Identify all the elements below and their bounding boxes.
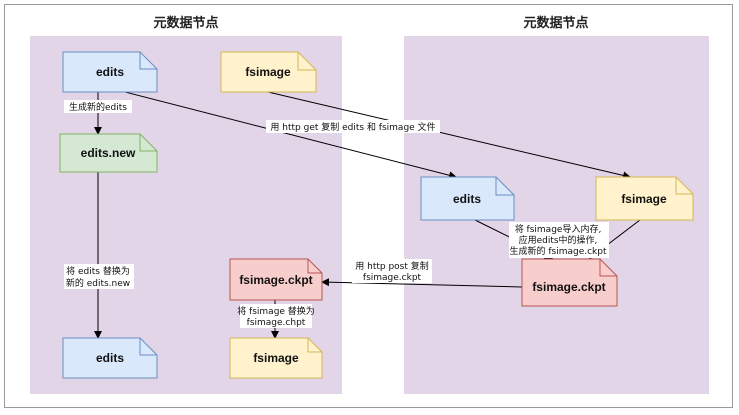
label-bg-gen-new-edits <box>64 100 132 113</box>
doc-fsimage-left: fsimage <box>220 51 317 93</box>
doc-fsimage-right-label: fsimage <box>621 192 667 206</box>
doc-edits-left: edits <box>62 51 158 93</box>
label-http-post-line1: 用 http post 复制 <box>355 260 429 272</box>
doc-edits-right: edits <box>420 176 515 221</box>
doc-edits-bottom-label: edits <box>96 351 124 365</box>
right-node-title: 元数据节点 <box>523 15 588 31</box>
diagram-frame <box>4 4 733 408</box>
label-replace-edits-line2: 新的 edits.new <box>66 277 130 289</box>
label-replace-edits-line1: 将 edits 替换为 <box>66 265 130 277</box>
label-http-get: 用 http get 复制 edits 和 fsimage 文件 <box>270 121 435 133</box>
label-bg-merge <box>509 222 609 258</box>
label-bg-replace-fsimage <box>240 304 312 328</box>
doc-fsimage-ckpt-right-label: fsimage.ckpt <box>532 280 605 294</box>
label-merge-line3: 生成新的 fsimage.ckpt <box>509 245 606 257</box>
doc-edits-left-label: edits <box>96 65 124 79</box>
label-gen-new-edits: 生成新的edits <box>69 101 127 113</box>
doc-edits-new-label: edits.new <box>81 146 136 160</box>
doc-fsimage-ckpt-right: fsimage.ckpt <box>521 258 618 307</box>
arrow-http-get-edits <box>124 91 457 180</box>
label-bg-http-get <box>266 120 440 133</box>
doc-edits-new: edits.new <box>59 133 158 173</box>
label-bg-http-post <box>352 259 432 283</box>
doc-fsimage-ckpt-left: fsimage.ckpt <box>229 258 323 301</box>
label-merge-line1: 将 fsimage导入内存, <box>515 223 602 235</box>
doc-fsimage-bottom-label: fsimage <box>253 351 299 365</box>
doc-fsimage-bottom: fsimage <box>229 337 323 379</box>
label-http-post-line2: fsimage.ckpt <box>363 273 422 283</box>
doc-fsimage-left-label: fsimage <box>245 65 291 79</box>
label-bg-replace-edits <box>64 264 134 289</box>
doc-fsimage-ckpt-left-label: fsimage.ckpt <box>239 273 312 287</box>
doc-fsimage-right: fsimage <box>595 176 694 221</box>
left-node-panel <box>30 36 342 394</box>
label-replace-fsimage-line2: fsimage.chpt <box>247 318 306 328</box>
arrow-http-get-fsimage <box>267 91 631 180</box>
doc-edits-right-label: edits <box>453 192 481 206</box>
doc-edits-bottom: edits <box>62 337 158 379</box>
label-merge-line2: 应用edits中的操作, <box>519 234 598 246</box>
left-node-title: 元数据节点 <box>153 15 218 31</box>
label-replace-fsimage-line1: 将 fsimage 替换为 <box>237 305 315 317</box>
